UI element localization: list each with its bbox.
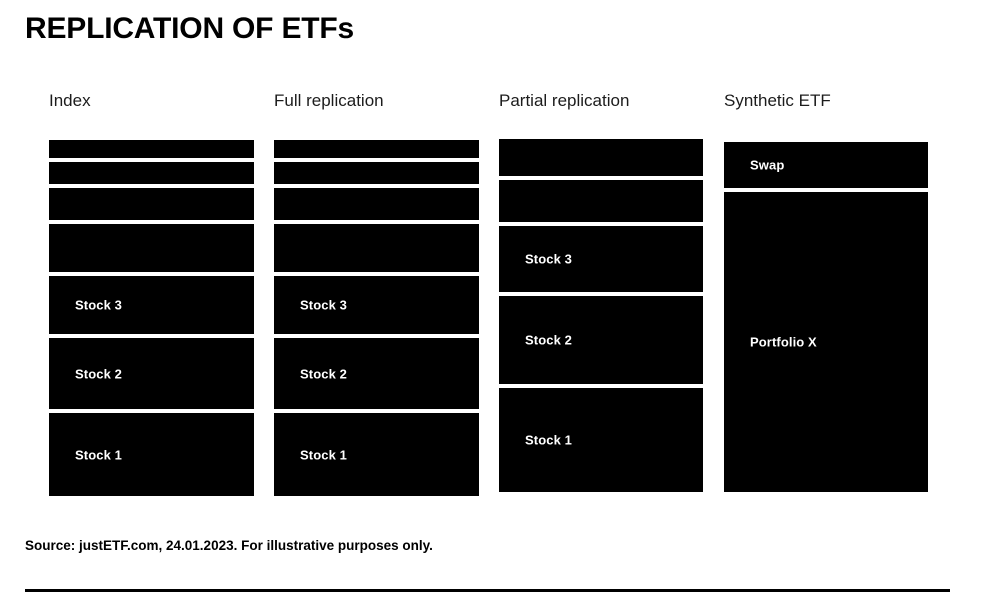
- segment-unlabeled: [499, 139, 703, 176]
- segment-label: Stock 1: [75, 447, 122, 462]
- segment-unlabeled: [274, 224, 479, 272]
- segment-stock-1: Stock 1: [49, 413, 254, 496]
- segment-swap: Swap: [724, 142, 928, 188]
- segment-stock-2: Stock 2: [274, 338, 479, 409]
- segment-label: Stock 1: [525, 432, 572, 448]
- segment-unlabeled: [274, 140, 479, 158]
- segment-label: Stock 1: [300, 447, 347, 462]
- segment-label: Portfolio X: [750, 334, 817, 350]
- column-header: Synthetic ETF: [724, 91, 831, 110]
- segment-portfolio-x: Portfolio X: [724, 192, 928, 492]
- segment-stock-1: Stock 1: [274, 413, 479, 496]
- segment-stock-3: Stock 3: [274, 276, 479, 334]
- segment-label: Stock 3: [75, 297, 122, 313]
- segment-label: Stock 2: [525, 332, 572, 348]
- segment-unlabeled: [49, 224, 254, 272]
- segment-stock-1: Stock 1: [499, 388, 703, 492]
- segment-stock-2: Stock 2: [499, 296, 703, 384]
- segment-stock-3: Stock 3: [499, 226, 703, 292]
- segment-unlabeled: [49, 162, 254, 184]
- column-header: Index: [49, 91, 91, 110]
- segment-unlabeled: [49, 188, 254, 220]
- segment-label: Stock 3: [300, 297, 347, 313]
- segment-stock-3: Stock 3: [49, 276, 254, 334]
- segment-unlabeled: [274, 188, 479, 220]
- bottom-divider: [25, 589, 950, 592]
- segment-label: Stock 3: [525, 251, 572, 267]
- segment-label: Stock 2: [300, 366, 347, 381]
- segment-unlabeled: [274, 162, 479, 184]
- source-note: Source: justETF.com, 24.01.2023. For ill…: [25, 538, 433, 553]
- segment-label: Stock 2: [75, 366, 122, 381]
- column-header: Partial replication: [499, 91, 630, 110]
- page-title: REPLICATION OF ETFs: [25, 12, 354, 45]
- segment-stock-2: Stock 2: [49, 338, 254, 409]
- segment-unlabeled: [499, 180, 703, 222]
- column-header: Full replication: [274, 91, 384, 110]
- segment-unlabeled: [49, 140, 254, 158]
- segment-label: Swap: [750, 157, 785, 173]
